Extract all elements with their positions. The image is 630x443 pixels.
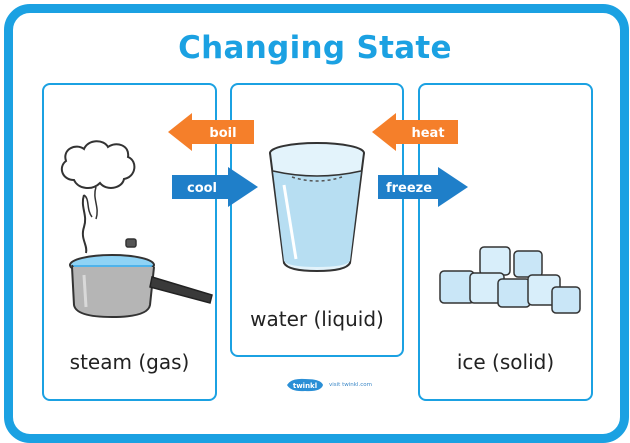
freeze-arrow: freeze (378, 167, 468, 207)
card-liquid-label: water (liquid) (250, 307, 384, 331)
svg-text:twinkl: twinkl (293, 382, 317, 390)
card-gas-label: steam (gas) (69, 350, 190, 374)
cool-arrow: cool (172, 167, 258, 207)
water-glass-icon (269, 142, 365, 273)
boil-arrow: boil (168, 113, 254, 151)
page-title: Changing State (178, 30, 452, 66)
saucepan-icon (69, 238, 213, 319)
cool-label: cool (187, 181, 217, 196)
heat-label: heat (411, 126, 444, 141)
footer-url[interactable]: visit twinkl.com (329, 382, 372, 388)
steam-cloud-icon (60, 140, 136, 254)
heat-arrow: heat (372, 113, 458, 151)
card-solid-label: ice (solid) (456, 350, 555, 374)
footer: twinkl visit twinkl.com (285, 375, 372, 395)
twinkl-logo: twinkl (287, 378, 323, 392)
boil-label: boil (209, 126, 236, 141)
card-liquid: water (liquid) (230, 83, 404, 357)
ice-cubes-icon (439, 246, 581, 314)
freeze-label: freeze (386, 181, 432, 196)
